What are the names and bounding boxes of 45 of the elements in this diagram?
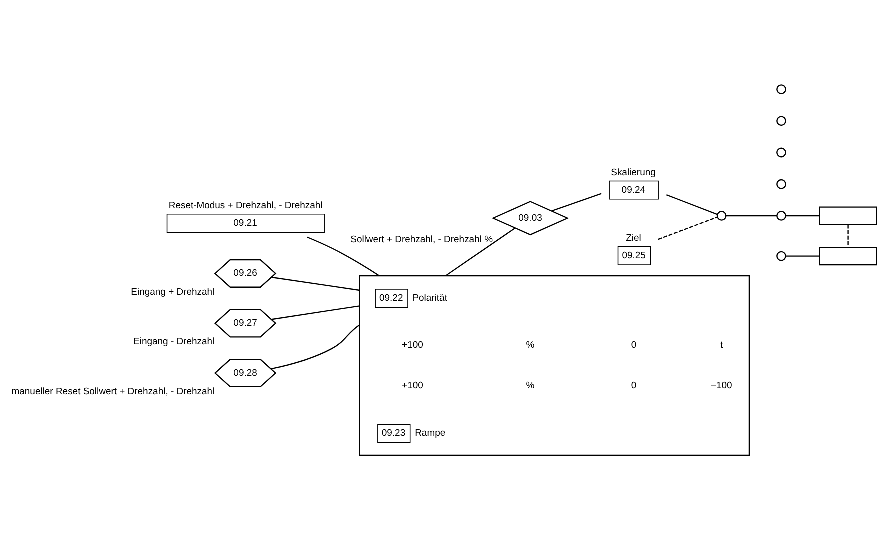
node-circle	[776, 179, 786, 190]
label: %	[526, 340, 535, 352]
node-circle	[776, 116, 786, 126]
label: %	[526, 380, 535, 392]
label: 0	[631, 340, 637, 352]
node-box: 09.24	[609, 180, 659, 200]
node-circle	[776, 148, 786, 158]
node-circle	[776, 251, 786, 262]
node-label: manueller Reset Sollwert + Drehzahl, - Drehzahl	[12, 386, 215, 398]
node-box: 09.22	[375, 289, 408, 308]
label: +100	[402, 380, 424, 392]
node-box: 09.25	[618, 246, 652, 266]
node-circle	[776, 84, 786, 94]
node-box	[819, 247, 878, 266]
connector	[272, 306, 360, 320]
connector	[848, 224, 849, 248]
label: 0	[631, 380, 637, 392]
node-diamond: 09.03	[492, 201, 570, 236]
connector	[726, 215, 778, 217]
label: +100	[402, 340, 424, 352]
connector	[552, 193, 602, 212]
connector	[271, 324, 360, 370]
connector	[272, 276, 360, 292]
label: t	[720, 340, 724, 352]
node-label: Rampe	[415, 428, 446, 440]
node-circle	[716, 211, 727, 221]
node-label: Ziel	[626, 232, 642, 244]
node-box: 09.21	[166, 214, 325, 233]
connector	[445, 228, 516, 277]
cluster	[359, 275, 750, 456]
node-box	[819, 206, 878, 226]
label: –100	[711, 380, 732, 392]
node-label: Reset-Modus + Drehzahl, - Drehzahl	[168, 200, 323, 212]
node-box: 09.23	[378, 424, 411, 444]
connector	[786, 256, 820, 257]
node-label: Sollwert + Drehzahl, - Drehzahl %	[350, 234, 493, 246]
node-label: Polarität	[412, 293, 448, 304]
node-label: Skalierung	[611, 167, 656, 178]
connector	[666, 194, 718, 216]
connector	[307, 236, 380, 277]
connector	[786, 215, 820, 217]
node-label: Eingang - Drehzahl	[134, 336, 215, 348]
connector	[658, 216, 718, 240]
node-circle	[776, 211, 786, 221]
node-label: Eingang + Drehzahl	[131, 286, 215, 298]
